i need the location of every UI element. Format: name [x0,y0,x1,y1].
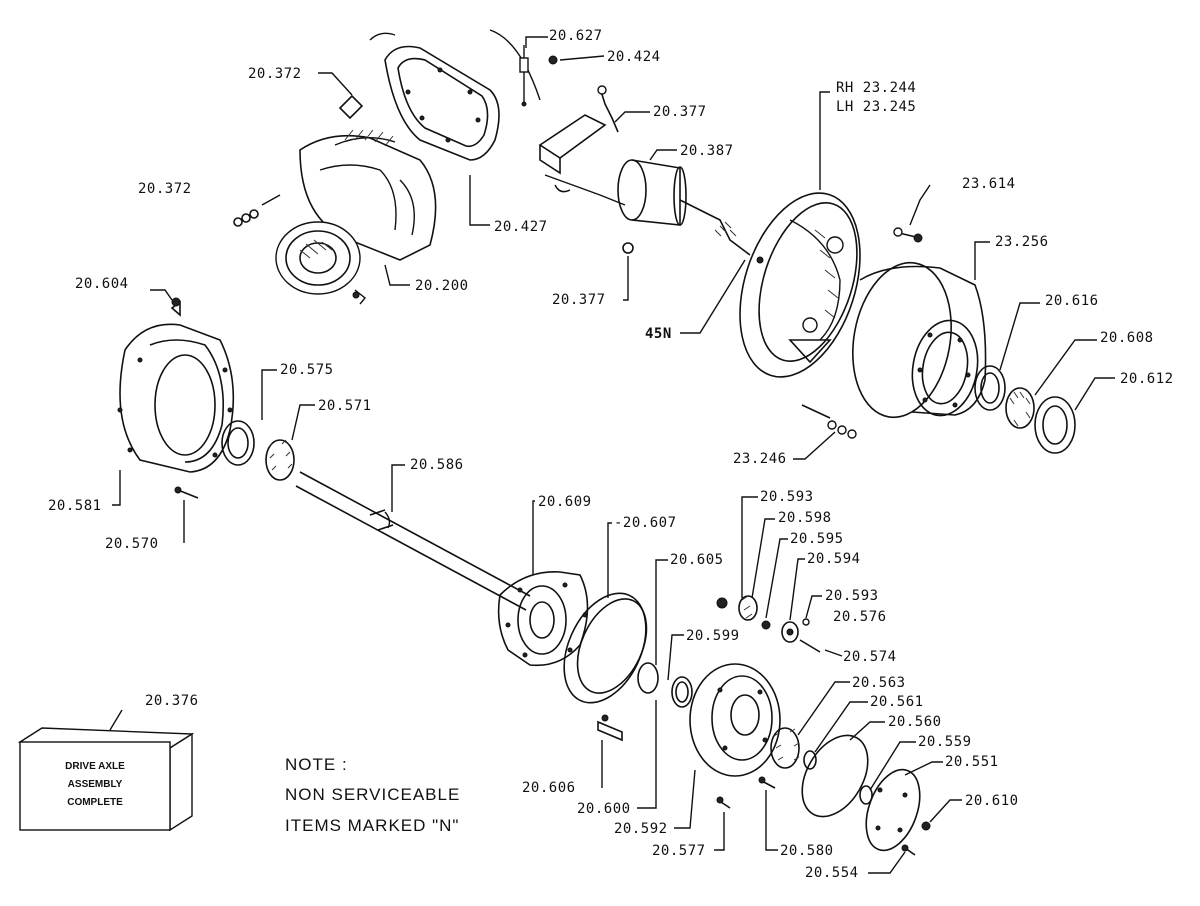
label-20608: 20.608 [1100,330,1154,346]
label-20576: 20.576 [833,609,887,625]
ring-gear-hub-20592 [689,663,781,777]
label-20561: 20.561 [870,694,924,710]
part-labels: 20.627 20.424 20.372 20.377 RH 23.244 LH… [48,28,1174,881]
pin-20627 [519,45,529,107]
label-23614: 23.614 [962,176,1016,192]
axle-shaft-20586 [295,471,531,611]
label-20586: 20.586 [410,457,464,473]
label-20616: 20.616 [1045,293,1099,309]
label-23256: 23.256 [995,234,1049,250]
leader-lines [109,36,1115,874]
bolt-20554 [901,844,916,856]
label-20387: 20.387 [680,143,734,159]
housing-flange-plate [369,29,541,161]
label-20592: 20.592 [614,821,668,837]
o-ring-20560 [801,734,869,818]
label-20627: 20.627 [549,28,603,44]
washers-20372 [233,194,281,227]
note-heading: NOTE : [285,755,348,774]
cover-20551 [865,768,921,852]
brake-backing-plate [739,192,861,378]
label-20593-b: 20.593 [825,588,879,604]
seal-20616 [974,365,1006,411]
gasket-20607 [563,592,648,704]
label-20551: 20.551 [945,754,999,770]
bolt-20570 [174,486,199,499]
label-20606: 20.606 [522,780,576,796]
drive-axle-assembly-box: DRIVE AXLE ASSEMBLY COMPLETE [17,727,195,832]
label-20372-mid: 20.372 [138,181,192,197]
nut-20424 [548,55,558,65]
label-20599: 20.599 [686,628,740,644]
note-line-2: NON SERVICEABLE [285,785,460,804]
label-20575: 20.575 [280,362,334,378]
bearing-20575 [221,420,255,466]
screw-23614 [893,227,923,243]
label-20372-top: 20.372 [248,66,302,82]
label-20612: 20.612 [1120,371,1174,387]
label-20595: 20.595 [790,531,844,547]
label-20581: 20.581 [48,498,102,514]
bearing-cone-20608 [1005,387,1035,429]
box-line-3: COMPLETE [67,797,123,808]
bolt-20580 [758,776,776,789]
non-serviceable-note: NOTE : NON SERVICEABLE ITEMS MARKED "N" [285,755,460,835]
label-20594: 20.594 [807,551,861,567]
plug-20610 [921,821,931,831]
key-20372 [338,94,364,120]
label-20580: 20.580 [780,843,834,859]
label-20563: 20.563 [852,675,906,691]
label-20571: 20.571 [318,398,372,414]
spring-kit-23246 [801,404,857,439]
label-20600: 20.600 [577,801,631,817]
planet-gear-set [716,595,821,653]
label-20377-top: 20.377 [653,104,707,120]
label-20377-bottom: 20.377 [552,292,606,308]
bearing-cup-20612 [1034,396,1076,454]
bolt-20577 [716,796,731,809]
label-lh-23245: LH 23.245 [836,99,916,115]
label-20593-a: 20.593 [760,489,814,505]
label-20376: 20.376 [145,693,199,709]
sun-gear-20563 [770,727,800,769]
label-20609: 20.609 [538,494,592,510]
ring-20599 [671,676,693,708]
axle-tube [538,85,751,256]
differential-carrier [275,129,437,305]
hub-carrier-20609 [497,571,589,667]
label-20574: 20.574 [843,649,897,665]
label-20554: 20.554 [805,865,859,881]
ring-20605 [637,662,659,694]
brake-drum [852,261,987,419]
label-20577: 20.577 [652,843,706,859]
label-rh-23244: RH 23.244 [836,80,916,96]
label-20610: 20.610 [965,793,1019,809]
label-20427: 20.427 [494,219,548,235]
stud-20606 [597,714,623,742]
label-20570: 20.570 [105,536,159,552]
label-20559: 20.559 [918,734,972,750]
label-20560: 20.560 [888,714,942,730]
label-20200: 20.200 [415,278,469,294]
washer-20559 [859,785,873,805]
planetary-housing-20581 [117,297,235,473]
spacer-20561 [803,750,817,770]
label-20424: 20.424 [607,49,661,65]
label-20604: 20.604 [75,276,129,292]
gear-20571 [265,439,295,481]
box-line-1: DRIVE AXLE [65,761,125,772]
label-20607: -20.607 [614,515,677,531]
label-45n: 45N [645,326,672,342]
label-23246: 23.246 [733,451,787,467]
label-20598: 20.598 [778,510,832,526]
label-20605: 20.605 [670,552,724,568]
note-line-3: ITEMS MARKED "N" [285,816,459,835]
box-line-2: ASSEMBLY [68,779,123,790]
